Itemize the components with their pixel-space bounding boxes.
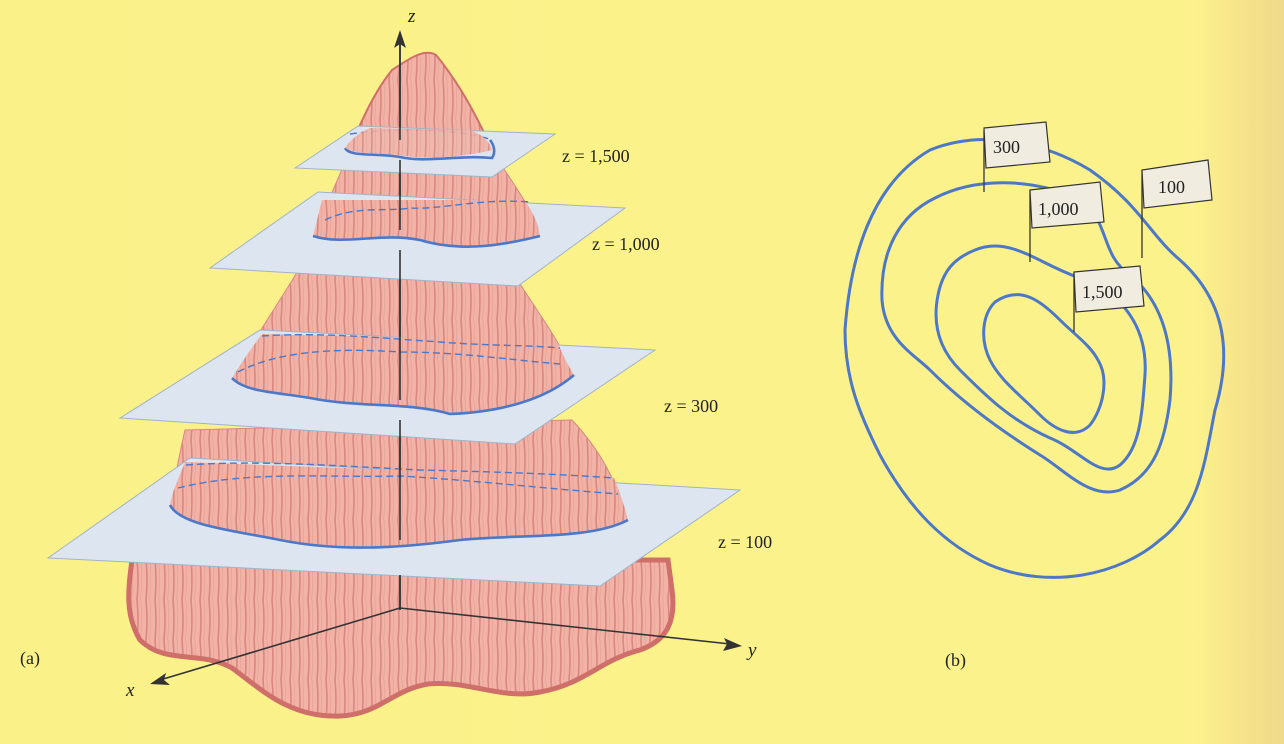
plane-label-1000: z = 1,000 (592, 234, 660, 254)
plane-z-1000 (210, 192, 625, 286)
flag-1500-label: 1,500 (1082, 282, 1123, 302)
panel-b: 300 100 1,000 1,500 (b) (845, 122, 1224, 671)
mountain-peak-cap (345, 128, 492, 158)
panel-a-label: (a) (20, 648, 40, 669)
x-axis-label: x (125, 680, 135, 701)
y-axis-label: y (746, 640, 757, 661)
x-axis-arrowhead (150, 673, 170, 685)
flag-100-label: 100 (1158, 177, 1185, 197)
panel-a: z y x z = 1,500 z = 1,000 z = 300 z = 10… (20, 6, 772, 716)
plane-z-1500 (295, 126, 555, 177)
flag-300-label: 300 (993, 137, 1020, 157)
flag-1000-label: 1,000 (1038, 199, 1079, 219)
contour-map-300 (882, 183, 1171, 492)
plane-label-300: z = 300 (664, 396, 718, 416)
panel-b-label: (b) (945, 650, 966, 671)
plane-label-1500: z = 1,500 (562, 146, 630, 166)
plane-label-100: z = 100 (718, 532, 772, 552)
z-axis-label: z (407, 6, 416, 27)
flag-1000: 1,000 (1030, 182, 1104, 262)
flag-100: 100 (1142, 160, 1212, 258)
contour-map-1500 (984, 295, 1104, 433)
y-axis-arrowhead (723, 638, 742, 651)
